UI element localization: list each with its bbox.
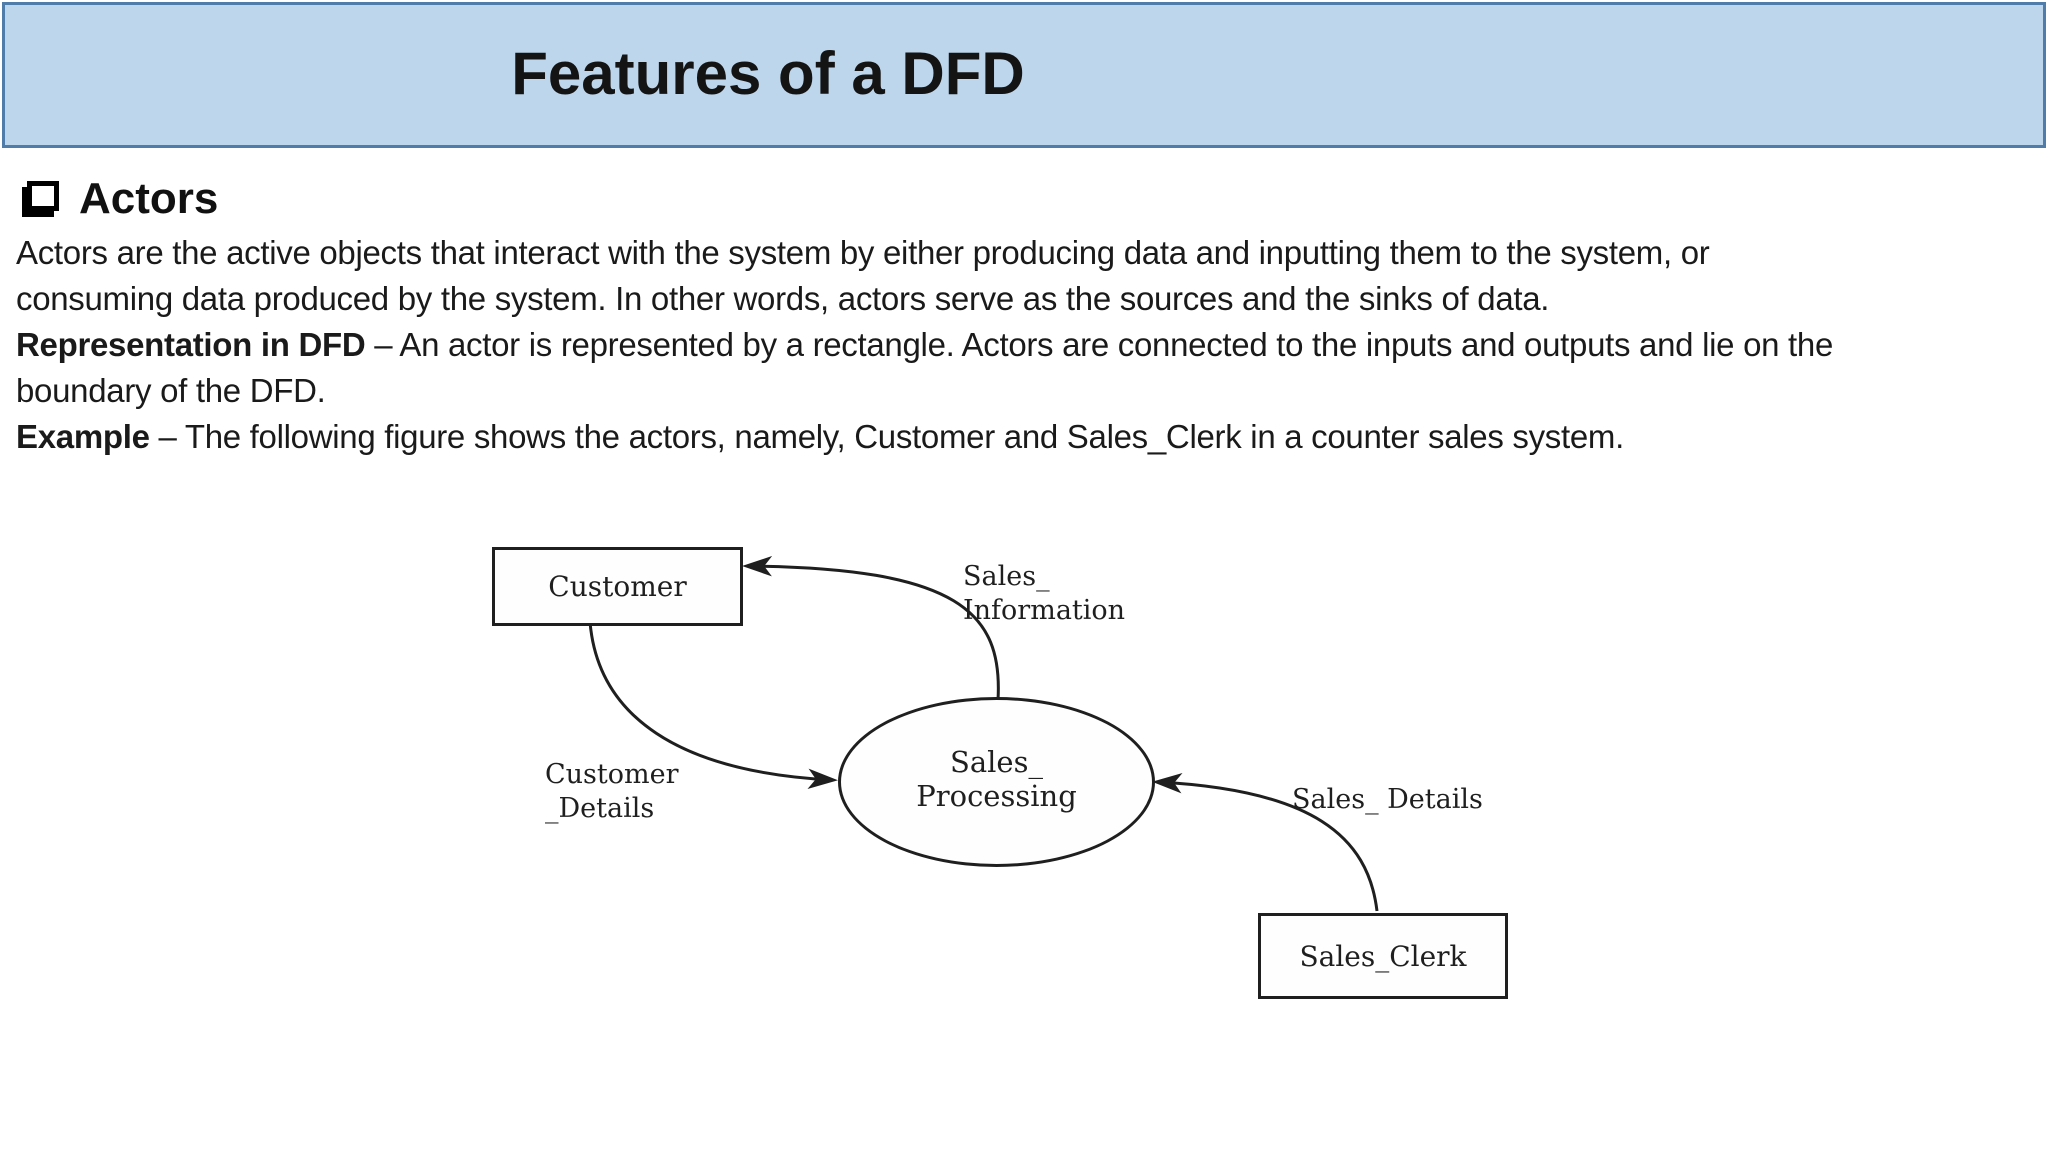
body-line-bold: Representation in DFD xyxy=(16,326,366,363)
flow-label-sales-information: Sales_ Information xyxy=(963,560,1125,628)
slide-title: Features of a DFD xyxy=(511,40,1025,107)
body-line: Representation in DFD – An actor is repr… xyxy=(16,322,2046,368)
flow-arrow-sales-information xyxy=(742,556,1000,701)
actor-node-sales-clerk: Sales_Clerk xyxy=(1258,913,1508,999)
body-line-text: – The following figure shows the actors,… xyxy=(149,418,1625,455)
square-bullet-icon xyxy=(27,181,59,211)
body-paragraph: Actors are the active objects that inter… xyxy=(16,230,2046,460)
body-line-bold: Example xyxy=(16,418,150,455)
body-line: boundary of the DFD. xyxy=(16,368,2046,414)
body-line-text: consuming data produced by the system. I… xyxy=(16,280,1550,317)
section-heading-label: Actors xyxy=(79,174,219,223)
actor-node-customer: Customer xyxy=(492,547,743,626)
body-line: consuming data produced by the system. I… xyxy=(16,276,2046,322)
flow-label-line: _Details xyxy=(545,793,655,824)
process-node-sales-processing: Sales_ Processing xyxy=(838,697,1155,867)
flow-label-sales-details: Sales_ Details xyxy=(1292,783,1483,817)
flow-label-line: Information xyxy=(963,595,1126,626)
body-line-text: boundary of the DFD. xyxy=(16,372,326,409)
body-line-text: Actors are the active objects that inter… xyxy=(16,234,1710,271)
flow-label-line: Customer xyxy=(545,759,679,790)
slide-header xyxy=(2,2,2046,148)
process-label-line2: Processing xyxy=(916,779,1077,813)
section-heading: Actors xyxy=(22,176,218,222)
actor-node-sales-clerk-label: Sales_Clerk xyxy=(1299,939,1467,973)
flow-label-line: Sales_ xyxy=(963,561,1050,592)
body-line-text: – An actor is represented by a rectangle… xyxy=(365,326,1834,363)
flow-arrow-customer-details xyxy=(588,621,838,789)
body-line: Actors are the active objects that inter… xyxy=(16,230,2046,276)
process-label-line1: Sales_ xyxy=(950,745,1043,779)
flow-label-line: Sales_ Details xyxy=(1292,784,1483,815)
flow-label-customer-details: Customer _Details xyxy=(545,758,679,826)
body-line: Example – The following figure shows the… xyxy=(16,414,2046,460)
actor-node-customer-label: Customer xyxy=(548,570,687,603)
